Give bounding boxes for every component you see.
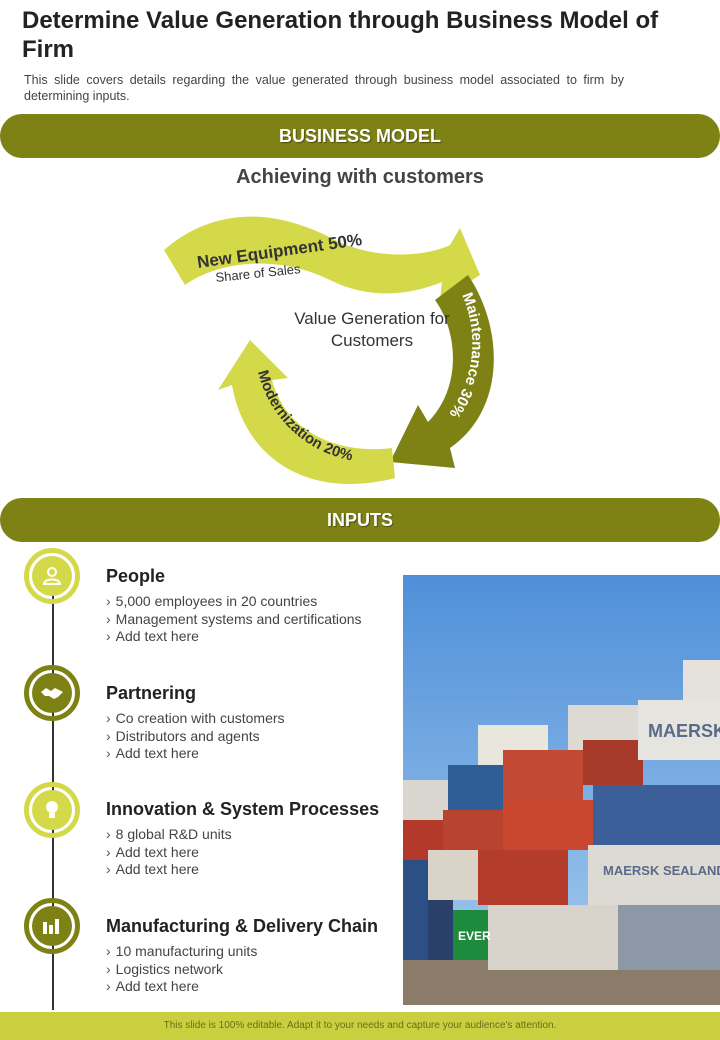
- container-label-maersk: MAERSK: [648, 721, 720, 741]
- modernization-arrow: [218, 340, 395, 485]
- list-item: Add text here: [106, 745, 396, 763]
- maintenance-arrow: [390, 275, 494, 468]
- list-item: Add text here: [106, 978, 396, 996]
- shipping-containers-photo: MAERSK MAERSK SEALAND EVER: [403, 575, 720, 1005]
- innovation-icon-ring: [24, 782, 80, 838]
- input-bullets: 5,000 employees in 20 countries Manageme…: [106, 593, 396, 646]
- page-subtitle: This slide covers details regarding the …: [24, 73, 624, 103]
- container-label-maersk-sealand: MAERSK SEALAND: [603, 863, 720, 878]
- input-people: People 5,000 employees in 20 countries M…: [106, 566, 396, 646]
- list-item: 8 global R&D units: [106, 826, 396, 844]
- list-item: Co creation with customers: [106, 710, 396, 728]
- input-title: Manufacturing & Delivery Chain: [106, 916, 379, 936]
- inputs-band: INPUTS: [0, 498, 720, 542]
- cycle-center-text: Value Generation for Customers: [294, 309, 450, 350]
- input-title: Innovation & System Processes: [106, 799, 380, 819]
- footer-note: This slide is 100% editable. Adapt it to…: [0, 1012, 720, 1040]
- factory-icon: [32, 906, 72, 946]
- input-partnering: Partnering Co creation with customers Di…: [106, 683, 396, 763]
- input-bullets: Co creation with customers Distributors …: [106, 710, 396, 763]
- input-title: People: [106, 566, 166, 586]
- container-label-ever: EVER: [458, 929, 491, 943]
- person-icon: [32, 556, 72, 596]
- page-title: Determine Value Generation through Busin…: [22, 7, 659, 63]
- lightbulb-icon: [32, 790, 72, 830]
- people-icon-ring: [24, 548, 80, 604]
- partnering-icon-ring: [24, 665, 80, 721]
- list-item: 10 manufacturing units: [106, 943, 396, 961]
- business-model-band: BUSINESS MODEL: [0, 114, 720, 158]
- list-item: Distributors and agents: [106, 728, 396, 746]
- input-bullets: 10 manufacturing units Logistics network…: [106, 943, 396, 996]
- list-item: Management systems and certifications: [106, 611, 396, 629]
- handshake-icon: [32, 673, 72, 713]
- business-model-heading: Achieving with customers: [236, 166, 484, 188]
- list-item: Logistics network: [106, 961, 396, 979]
- list-item: Add text here: [106, 844, 396, 862]
- list-item: 5,000 employees in 20 countries: [106, 593, 396, 611]
- input-innovation: Innovation & System Processes 8 global R…: [106, 799, 396, 879]
- value-cycle-diagram: New Equipment 50% Share of Sales Mainten…: [164, 216, 494, 485]
- new-equipment-arrow: [164, 216, 480, 300]
- list-item: Add text here: [106, 861, 396, 879]
- list-item: Add text here: [106, 628, 396, 646]
- manufacturing-icon-ring: [24, 898, 80, 954]
- input-bullets: 8 global R&D units Add text here Add tex…: [106, 826, 396, 879]
- input-title: Partnering: [106, 683, 197, 703]
- input-manufacturing: Manufacturing & Delivery Chain 10 manufa…: [106, 916, 396, 996]
